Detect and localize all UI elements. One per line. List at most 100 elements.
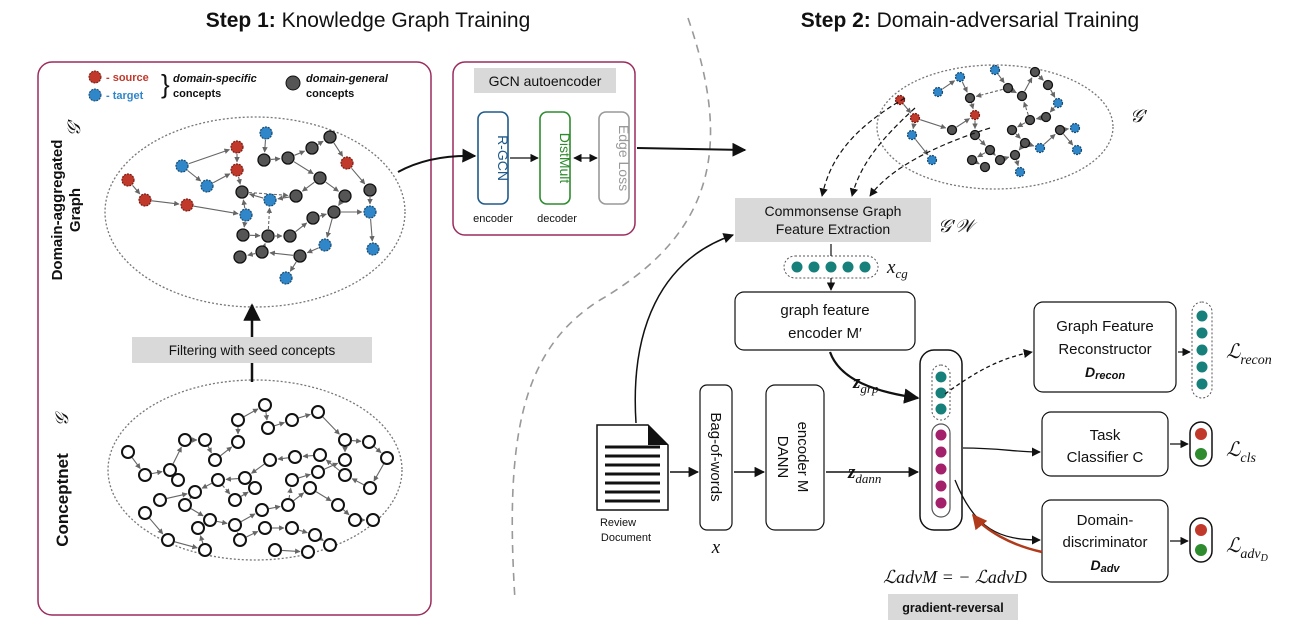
graph-edge <box>193 205 239 216</box>
xcg-dot <box>825 261 837 273</box>
concept-node <box>313 171 327 185</box>
extraction-box <box>735 198 931 242</box>
graph-edge <box>262 139 268 153</box>
graph-edge <box>977 152 986 158</box>
graph-edge <box>240 513 256 523</box>
graph-edge <box>973 159 980 165</box>
graph-edge <box>131 457 141 470</box>
concept-node <box>257 153 271 167</box>
concept-node <box>1006 124 1018 136</box>
graph-edge <box>293 161 314 175</box>
graph-edge <box>240 491 249 498</box>
graph-encoder-line2: encoder M′ <box>788 325 862 342</box>
graph-edge <box>190 508 204 517</box>
graph-edge <box>149 517 164 535</box>
graph-edge <box>277 195 290 201</box>
graph-to-gcn-arrow <box>397 148 477 173</box>
concept-node <box>301 545 315 559</box>
graph-edge <box>978 138 986 146</box>
concept-node <box>153 493 167 507</box>
graph-edge <box>338 199 344 206</box>
dann-box <box>765 384 825 531</box>
concept-node <box>338 189 352 203</box>
dann-line2: encoder M <box>794 422 811 493</box>
review-to-extraction-arrow <box>634 233 734 424</box>
concept-node <box>198 543 212 557</box>
graph-edge <box>172 446 182 464</box>
source-node <box>121 173 135 187</box>
graph-edge <box>373 446 382 454</box>
encoder-to-concat-arrow <box>828 351 920 404</box>
concept-node <box>311 405 325 419</box>
extract-arrow-3 <box>869 127 991 197</box>
concept-node <box>163 463 177 477</box>
trained-graph <box>894 64 1083 178</box>
graph-edge <box>266 207 273 230</box>
legend: - source - target } domain-specific conc… <box>88 69 389 102</box>
concept-node <box>1042 79 1054 91</box>
concept-node <box>338 453 352 467</box>
graph-edge <box>325 218 333 238</box>
graph-edge <box>915 138 929 156</box>
concept-node <box>306 211 320 225</box>
dann-feature-dot <box>935 463 947 475</box>
graph-edge <box>187 169 202 182</box>
concept-node <box>285 521 299 535</box>
concat-to-classifier-arrow <box>962 447 1041 457</box>
classifier-line2: Classifier C <box>1067 449 1144 466</box>
graph-edge <box>216 519 228 526</box>
zdann-label: zdann <box>847 462 881 486</box>
recon-vector <box>1191 301 1213 399</box>
target-node <box>175 159 189 173</box>
concept-node <box>946 124 958 136</box>
legend-specific-2: concepts <box>173 88 221 100</box>
concept-node <box>171 473 185 487</box>
graph-edge <box>1014 132 1021 139</box>
edgeloss-label: Edge Loss <box>616 125 632 191</box>
aggregated-label-1: Domain-aggregated <box>49 140 66 281</box>
concat-dots <box>935 371 947 509</box>
cls-node-green <box>1195 448 1207 460</box>
concept-node <box>233 533 247 547</box>
target-node <box>989 64 1001 76</box>
graph-edge <box>1018 144 1025 151</box>
graph-edge <box>151 469 163 476</box>
reconstructor-line1: Graph Feature <box>1056 318 1154 335</box>
concept-node <box>285 413 299 427</box>
source-node <box>969 109 981 121</box>
concept-node <box>228 493 242 507</box>
graph-edge <box>206 446 212 454</box>
concept-node <box>966 154 978 166</box>
discriminator-line3: Dadv <box>1090 557 1120 575</box>
graph-edge <box>298 473 311 479</box>
filtering-box <box>132 337 372 363</box>
gradient-reversal-label: gradient-reversal <box>902 601 1003 615</box>
concept-node <box>1029 66 1041 78</box>
concept-node <box>289 189 303 203</box>
concat-to-reconstructor-arrow <box>944 349 1033 395</box>
graph-edge <box>911 123 917 130</box>
concept-node <box>964 92 976 104</box>
concept-node <box>231 413 245 427</box>
rgcn-box <box>477 111 509 205</box>
concept-node <box>263 453 277 467</box>
xcg-label: xcg <box>886 257 908 281</box>
concept-node <box>228 518 242 532</box>
review-label-2: Document <box>601 532 651 544</box>
graph-edge <box>342 509 350 516</box>
recon-dot <box>1196 327 1208 339</box>
graph-edge <box>268 504 281 511</box>
graph-encoder-line1: graph feature <box>780 302 869 319</box>
graph-edge <box>961 81 968 93</box>
concept-node <box>323 130 337 144</box>
graph-edge <box>270 156 281 162</box>
concept-node <box>994 154 1006 166</box>
concept-node <box>363 481 377 495</box>
dann-line1: DANN <box>774 436 791 479</box>
concept-node <box>258 398 272 412</box>
graph-edge <box>1028 141 1035 147</box>
dann-feature-dot <box>935 446 947 458</box>
conceptnet-graph <box>121 398 394 559</box>
xcg-dot <box>791 261 803 273</box>
